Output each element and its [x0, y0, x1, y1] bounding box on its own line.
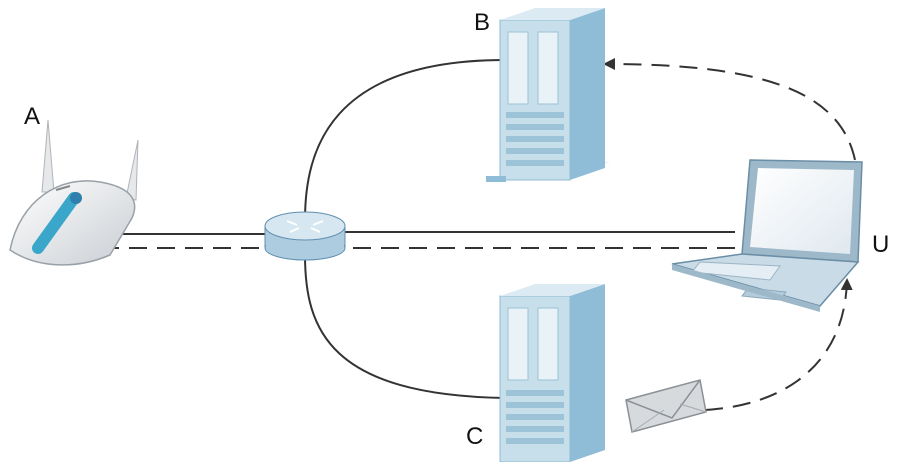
dashed-c-to-u — [704, 278, 853, 411]
dashed-u-to-b — [603, 58, 856, 161]
label-b: B — [474, 9, 490, 36]
link-router-c — [304, 254, 506, 399]
access-point-icon — [9, 119, 139, 266]
label-c: C — [466, 423, 483, 450]
router-icon — [264, 211, 346, 261]
laptop-icon — [671, 159, 863, 312]
label-a: A — [24, 103, 40, 130]
label-u: U — [872, 231, 889, 258]
link-router-b — [304, 59, 506, 221]
server-tower-icon — [499, 284, 605, 462]
envelope-icon — [625, 379, 707, 433]
server-tower-icon — [486, 8, 610, 182]
